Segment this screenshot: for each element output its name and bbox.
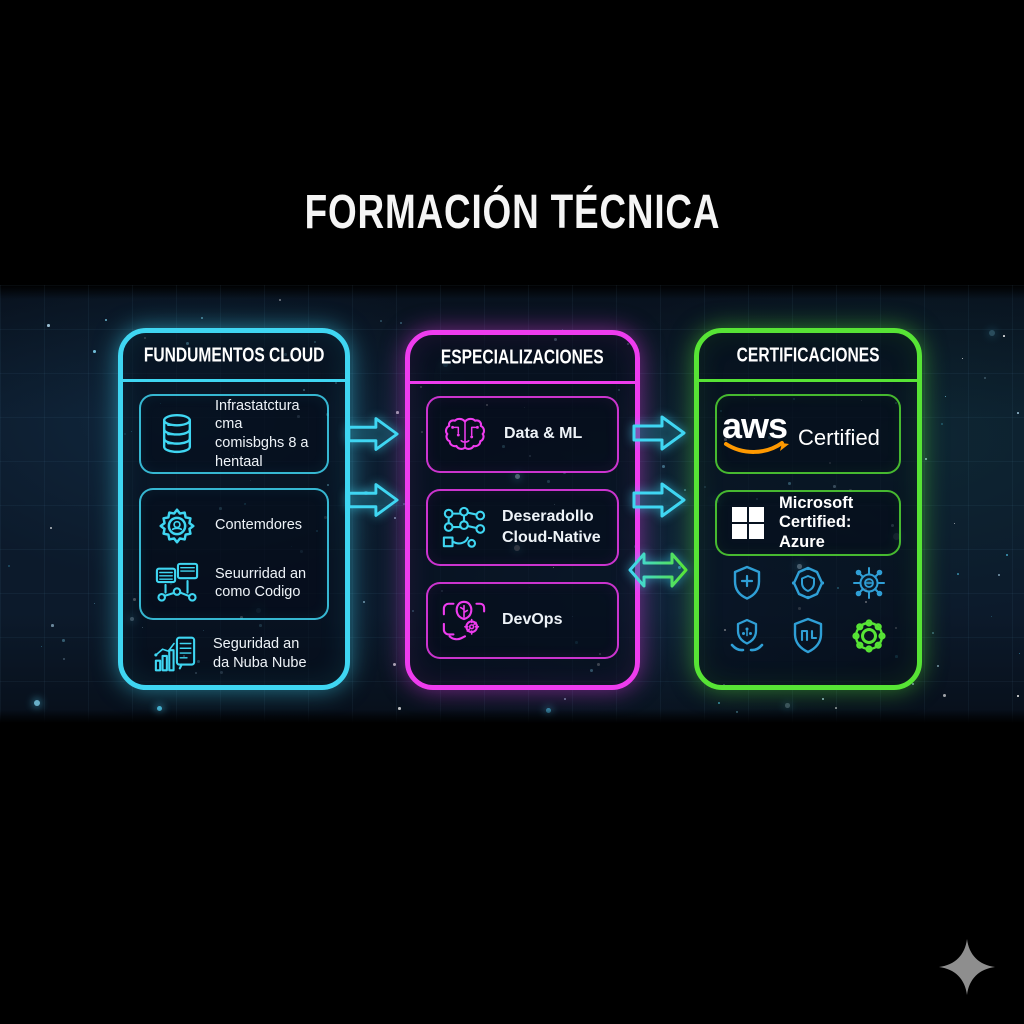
green-rosette-badge-icon [850, 617, 888, 660]
server-network-icon [153, 561, 201, 605]
flow-arrow-bidirectional-icon [628, 552, 688, 588]
card-devops: DevOps [426, 582, 619, 659]
starfield-band: FUNDUMENTOS CLOUD Infrastatctura cma com… [0, 285, 1024, 723]
row-seguridad-codigo: Seuurridad an como Codigo [153, 561, 315, 605]
database-icon [153, 411, 201, 457]
card-infraestructura: Infrastatctura cma comisbghs 8 a hentaal [139, 394, 329, 474]
row-seguridad-codigo-label: Seuurridad an como Codigo [215, 565, 307, 601]
panel-fundamentos-cloud: FUNDUMENTOS CLOUD Infrastatctura cma com… [118, 328, 350, 690]
svg-text:aws: aws [722, 405, 787, 446]
certification-badges [715, 556, 901, 671]
panel-certificaciones-header: CERTIFICACIONES [699, 333, 917, 382]
chart-document-icon [151, 632, 199, 676]
hex-shield-badge-icon [790, 565, 826, 606]
panel-certificaciones: CERTIFICACIONES aws Certified [694, 328, 922, 690]
card-cloud-native: Deseradollo Cloud-Native [426, 489, 619, 566]
gear-star-badge-icon [851, 565, 887, 606]
card-aws-certified: aws Certified [715, 394, 901, 474]
panel-fundamentos-header: FUNDUMENTOS CLOUD [123, 333, 345, 382]
card-microsoft-azure: Microsoft Certified: Azure [715, 490, 901, 556]
card-contenedores-seguridad: Contemdores [139, 488, 329, 620]
devops-icon [440, 598, 488, 644]
shield-plus-badge-icon [730, 565, 764, 606]
card-devops-label: DevOps [502, 611, 563, 629]
card-data-ml: Data & ML [426, 396, 619, 473]
svg-text:Certified: Certified [798, 425, 880, 450]
shield-wreath-badge-icon [729, 618, 765, 659]
card-microsoft-azure-label: Microsoft Certified: Azure [779, 493, 854, 551]
aws-logo: aws Certified [720, 405, 896, 464]
flowchart-icon [440, 505, 488, 551]
card-infraestructura-label: Infrastatctura cma comisbghs 8 a hentaal [215, 397, 309, 470]
row-contenedores: Contemdores [153, 503, 315, 549]
flow-arrow-1a-icon [347, 417, 399, 451]
flow-arrow-2b-icon [632, 482, 686, 518]
sparkle-icon [939, 939, 995, 1000]
shield-monogram-badge-icon [791, 617, 825, 660]
aws-smile-arrow [724, 440, 784, 454]
row-seguridad-nube: Seguridad an da Nuba Nube [139, 630, 329, 678]
flow-arrow-2a-icon [632, 415, 686, 451]
row-seguridad-nube-label: Seguridad an da Nuba Nube [213, 636, 307, 671]
page-title: FORMACIÓN TÉCNICA [304, 183, 720, 239]
card-data-ml-label: Data & ML [504, 425, 583, 443]
flow-arrow-1b-icon [347, 483, 399, 517]
card-cloud-native-label: Deseradollo Cloud-Native [502, 508, 601, 546]
brain-icon [440, 414, 490, 456]
panel-especializaciones-header: ESPECIALIZACIONES [410, 335, 635, 384]
panel-especializaciones: ESPECIALIZACIONES [405, 330, 640, 690]
row-contenedores-label: Contemdores [215, 517, 303, 534]
gear-icon [153, 503, 201, 549]
microsoft-logo [731, 507, 765, 539]
